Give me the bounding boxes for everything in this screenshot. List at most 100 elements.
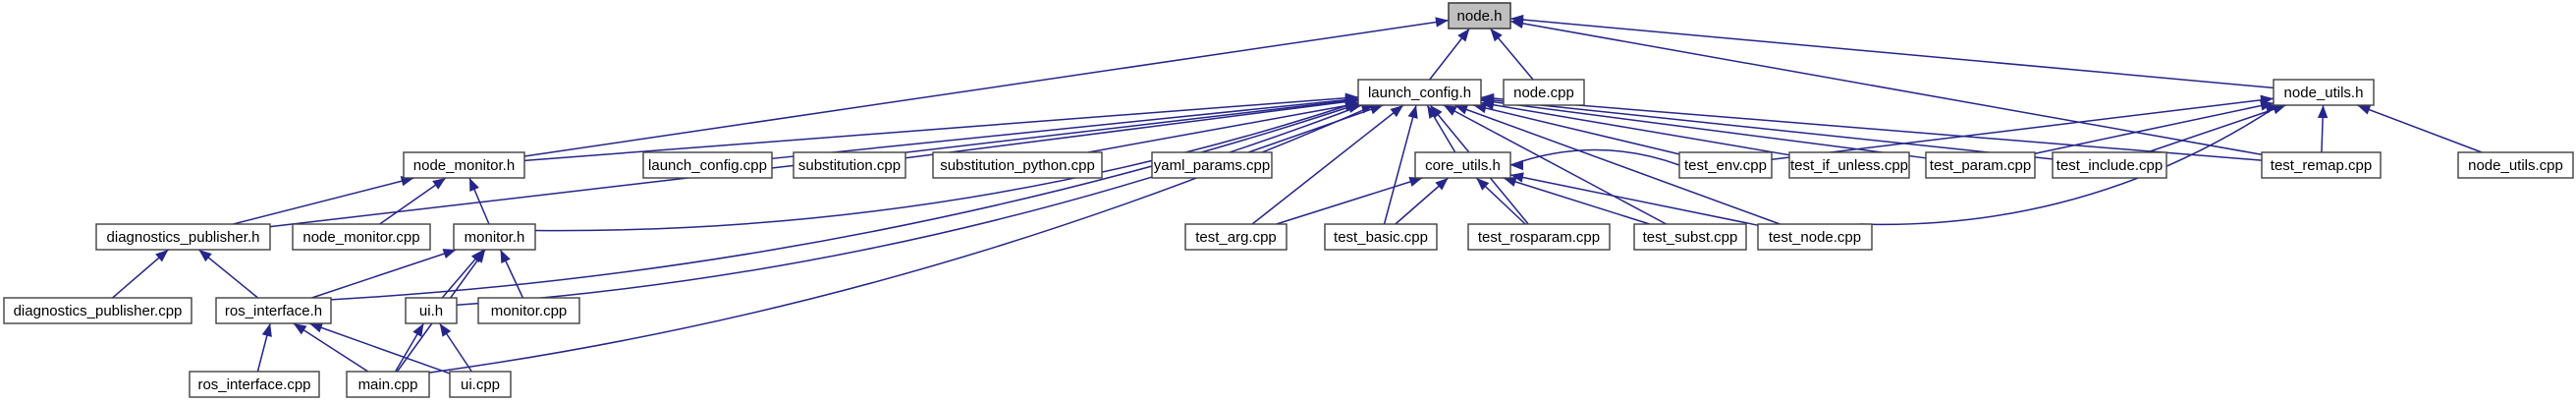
node-label: test_param.cpp — [1930, 157, 2031, 174]
edge-arrowhead — [1430, 105, 1443, 119]
edge-ui_cpp-to-ros_interface_h — [308, 322, 451, 375]
graph-node-launch_config_cpp[interactable]: launch_config.cpplaunch_config.cpp — [642, 151, 773, 179]
node-box[interactable] — [449, 371, 512, 398]
edge-arrowhead — [442, 249, 457, 260]
edge-arrowhead — [1435, 17, 1449, 28]
graph-node-ui_h[interactable]: ui.hui.h — [405, 297, 458, 324]
edge-layer — [112, 14, 2483, 375]
node-box[interactable] — [1503, 79, 1585, 106]
node-label: test_remap.cpp — [2271, 157, 2372, 174]
edge-arrowhead — [1390, 105, 1403, 118]
node-label: node.cpp — [1513, 85, 1574, 101]
edge-ros_interface_h-to-launch_config_h — [330, 103, 1359, 301]
node-box[interactable] — [346, 371, 430, 398]
node-box[interactable] — [1414, 151, 1511, 179]
edge-test_include_cpp-to-launch_config_h — [1480, 97, 2054, 160]
node-box[interactable] — [1357, 79, 1482, 106]
edge-arrowhead — [1476, 178, 1490, 191]
node-box[interactable] — [1633, 223, 1747, 251]
node-box[interactable] — [2457, 151, 2574, 179]
node-box[interactable] — [2273, 79, 2375, 106]
node-box[interactable] — [1151, 151, 1273, 179]
edge-test_arg_cpp-to-core_utils_h — [1276, 177, 1423, 225]
node-box[interactable] — [1184, 223, 1288, 251]
edge-test_node_cpp-to-node_utils_h — [1859, 104, 2279, 226]
graph-node-substitution_python_cpp[interactable]: substitution_python.cppsubstitution_pyth… — [932, 151, 1103, 179]
graph-node-ros_interface_h[interactable]: ros_interface.hros_interface.h — [215, 297, 332, 324]
graph-node-core_utils_h[interactable]: core_utils.hcore_utils.h — [1414, 151, 1511, 179]
node-box[interactable] — [2261, 151, 2382, 179]
node-box[interactable] — [1788, 151, 1910, 179]
node-box[interactable] — [405, 297, 458, 324]
edge-arrowhead — [1510, 172, 1524, 183]
node-box[interactable] — [1324, 223, 1438, 251]
node-label: substitution_python.cpp — [940, 157, 1095, 174]
node-box[interactable] — [292, 223, 431, 251]
node-box[interactable] — [1678, 151, 1773, 179]
node-box[interactable] — [1448, 2, 1511, 29]
node-box[interactable] — [215, 297, 332, 324]
node-box[interactable] — [2052, 151, 2167, 179]
node-box[interactable] — [793, 151, 906, 179]
edge-arrowhead — [1454, 104, 1469, 115]
graph-node-diagnostics_publisher_h[interactable]: diagnostics_publisher.hdiagnostics_publi… — [95, 223, 271, 251]
node-label: monitor.cpp — [491, 303, 568, 319]
node-box[interactable] — [3, 297, 192, 324]
node-box[interactable] — [932, 151, 1103, 179]
node-label: launch_config.cpp — [648, 157, 767, 174]
edge-arrowhead — [1360, 103, 1375, 114]
graph-node-diagnostics_publisher_cpp[interactable]: diagnostics_publisher.cppdiagnostics_pub… — [3, 297, 192, 324]
node-box[interactable] — [95, 223, 271, 251]
node-box[interactable] — [1925, 151, 2036, 179]
edge-node_monitor_h-to-node_h — [523, 19, 1450, 157]
edge-arrowhead — [432, 178, 446, 190]
node-label: main.cpp — [358, 376, 418, 393]
edge-test_remap_cpp-to-node_h — [1509, 20, 2263, 156]
node-label: test_include.cpp — [2056, 157, 2163, 174]
edge-test_param_cpp-to-node_utils_h — [2034, 102, 2275, 154]
node-box[interactable] — [403, 151, 525, 179]
node-box[interactable] — [1467, 223, 1611, 251]
node-label: node_utils.h — [2284, 85, 2364, 101]
node-box[interactable] — [453, 223, 536, 251]
node-box[interactable] — [642, 151, 773, 179]
node-label: diagnostics_publisher.h — [107, 229, 260, 246]
node-box[interactable] — [1757, 223, 1873, 251]
edge-test_if_unless_cpp-to-launch_config_h — [1480, 101, 1790, 156]
node-label: test_if_unless.cpp — [1790, 157, 1908, 174]
edge-test_env_cpp-to-node_utils_h — [1771, 97, 2275, 161]
edge-arrowhead — [1407, 105, 1418, 119]
edge-arrowhead — [469, 178, 479, 192]
edge-node_monitor_h-to-launch_config_h — [523, 96, 1359, 162]
node-label: ros_interface.h — [225, 303, 322, 319]
edge-arrowhead — [198, 250, 212, 262]
node-box[interactable] — [477, 297, 580, 324]
node-box[interactable] — [189, 371, 320, 398]
